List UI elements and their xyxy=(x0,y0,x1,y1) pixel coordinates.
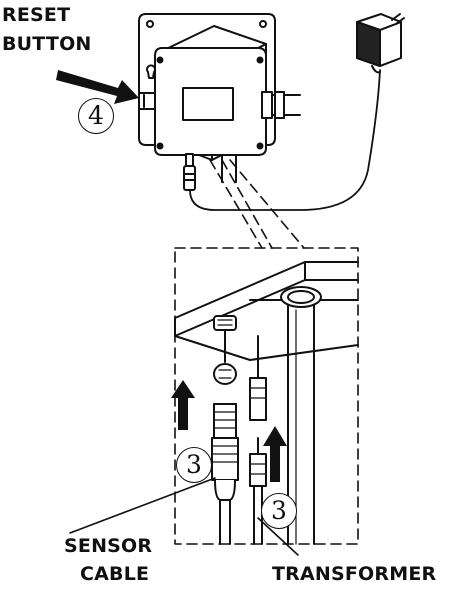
power-cord xyxy=(189,69,381,211)
step-4-badge: 4 xyxy=(78,98,114,134)
display-window xyxy=(182,87,234,121)
transformer-unit xyxy=(356,13,405,74)
control-box xyxy=(138,13,301,191)
transformer-label: TRANSFORMER xyxy=(272,563,437,585)
reset-button-shape xyxy=(138,92,156,110)
sensor-leader xyxy=(69,477,216,534)
transformer-leader xyxy=(257,517,299,556)
reset-label-line2: BUTTON xyxy=(2,33,92,55)
arrow-reset xyxy=(56,70,139,104)
step-3-transformer-badge: 3 xyxy=(261,493,297,529)
arrow-sensor-up xyxy=(171,380,195,430)
step-3-sensor-badge: 3 xyxy=(176,447,212,483)
arrow-transformer-up xyxy=(263,426,287,482)
reset-label-line1: RESET xyxy=(2,4,71,26)
sensor-label-line1: SENSOR xyxy=(64,535,153,557)
sensor-label-line2: CABLE xyxy=(80,563,150,585)
